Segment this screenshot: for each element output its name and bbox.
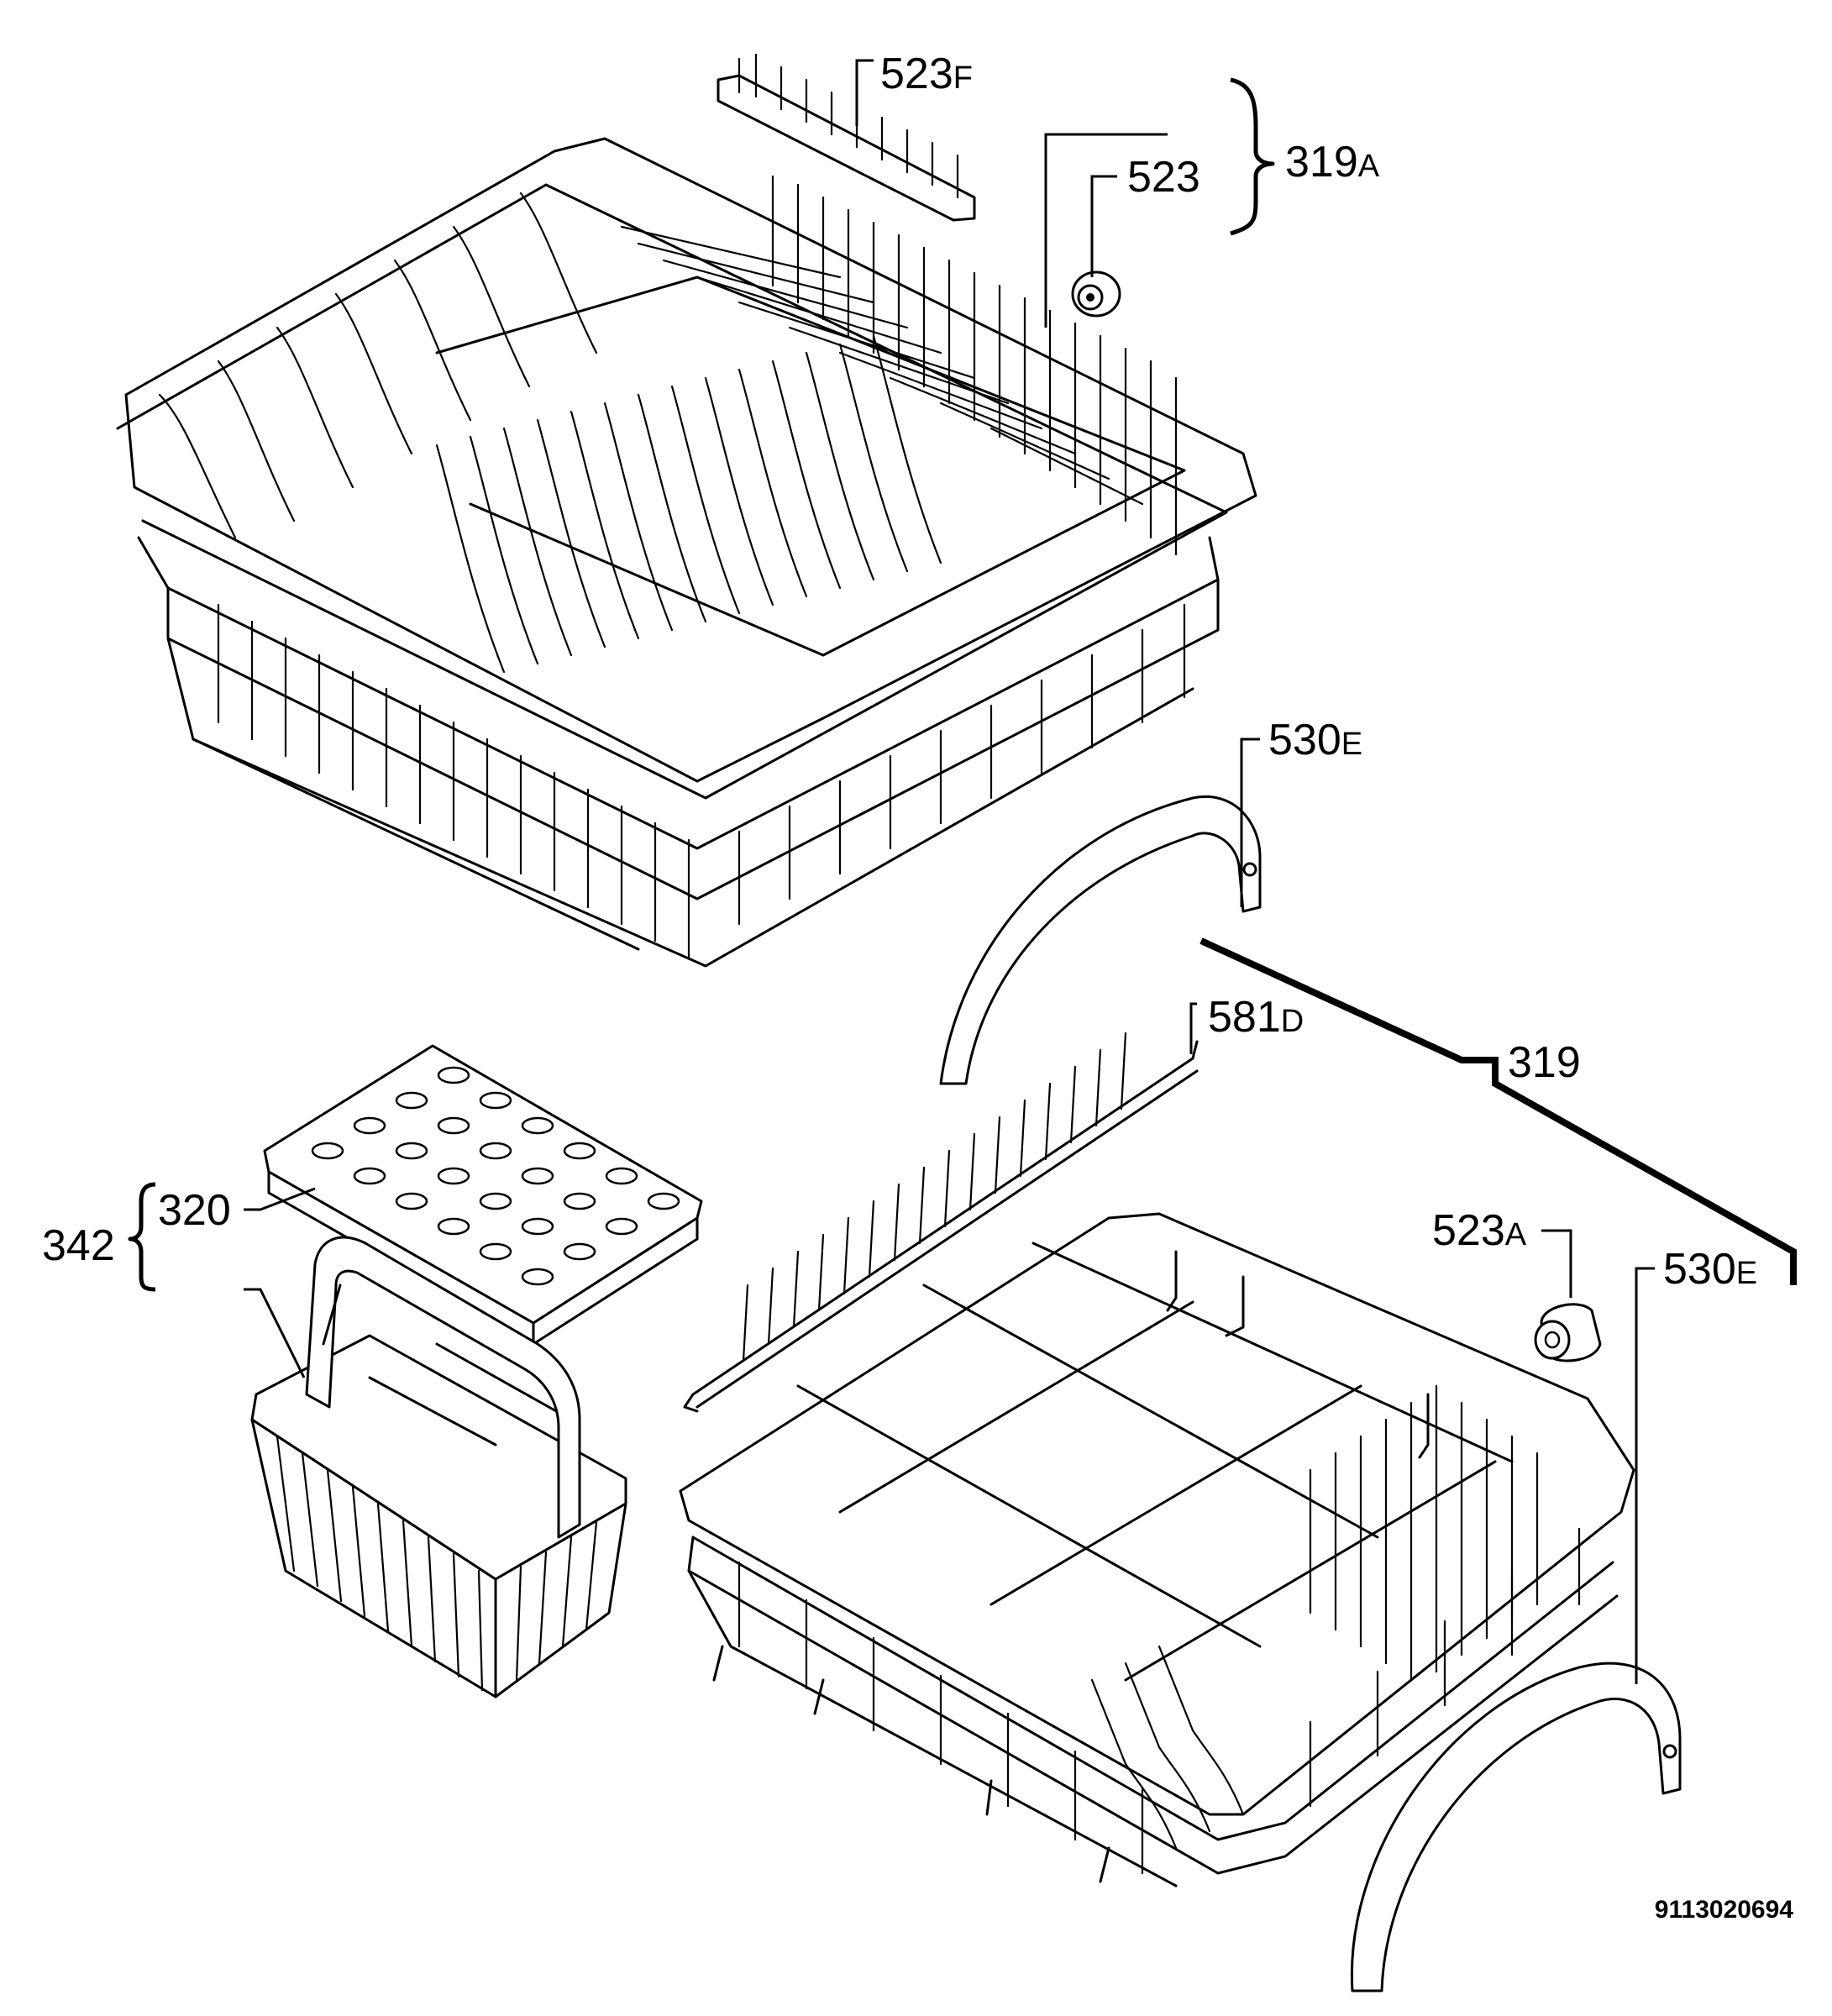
callout-523: 523 — [1127, 153, 1200, 202]
callout-319: 319 — [1508, 1038, 1581, 1087]
callout-530e-bottom: 530E — [1663, 1245, 1757, 1294]
tine-row-581d — [683, 1032, 1199, 1413]
tine-strip-523f — [717, 53, 976, 222]
cutlery-basket-cover-320 — [263, 1044, 703, 1346]
callout-342: 342 — [42, 1221, 115, 1270]
leader-lines — [244, 59, 1797, 1684]
brace-319a — [1230, 77, 1275, 236]
rail-530e-bottom — [1350, 1662, 1682, 1992]
rail-530e-top — [939, 795, 1262, 1085]
callout-523a: 523A — [1432, 1206, 1527, 1255]
callout-523f: 523F — [880, 50, 973, 98]
upper-basket — [116, 137, 1257, 968]
cutlery-basket — [250, 1236, 627, 1698]
lower-basket — [679, 1212, 1635, 1887]
callout-319a: 319A — [1285, 138, 1380, 186]
callout-581d: 581D — [1208, 993, 1304, 1042]
wheel-523 — [1071, 270, 1121, 318]
callout-320: 320 — [158, 1186, 231, 1235]
callout-530e-top: 530E — [1268, 716, 1362, 764]
brace-342 — [128, 1182, 156, 1292]
wheel-523a — [1534, 1303, 1602, 1362]
document-id: 9113020694 — [1655, 1896, 1794, 1924]
